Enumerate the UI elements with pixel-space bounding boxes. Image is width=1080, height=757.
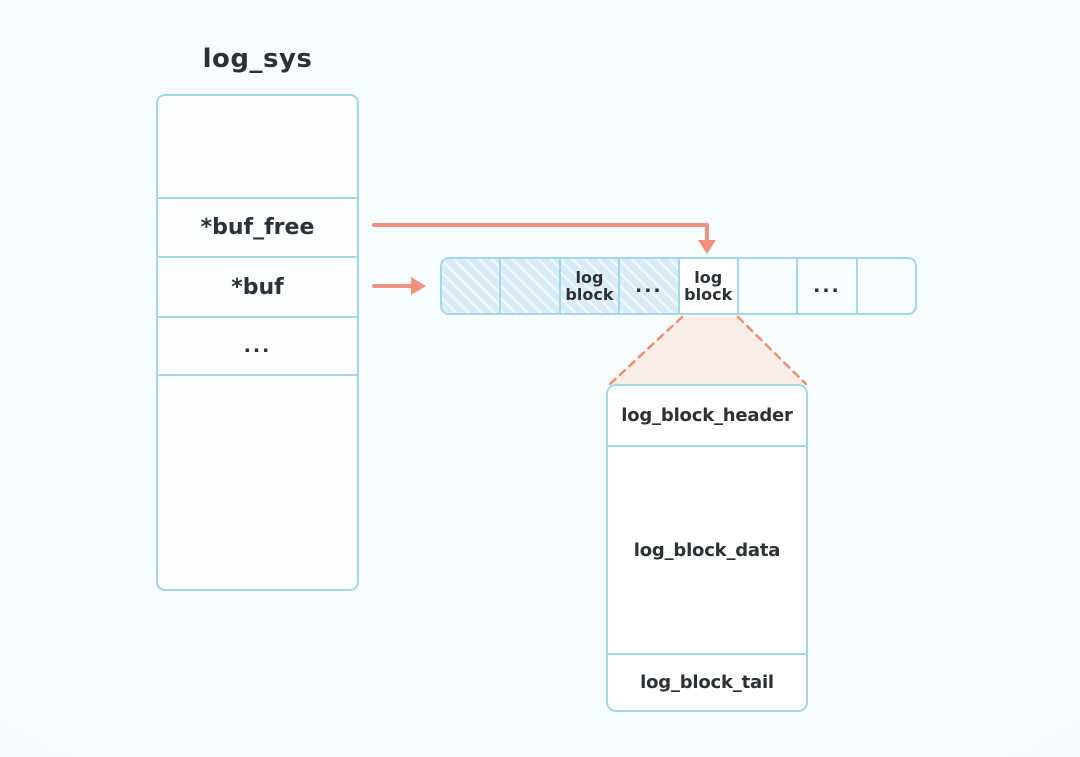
buf-arrow-horizontal-segment [372, 284, 413, 288]
buffer-cell-ellipsis-free: ... [796, 259, 855, 313]
buffer-cell-written-2 [499, 259, 559, 313]
buffer-cell-free-2 [855, 259, 915, 313]
buf-free-arrow-horizontal-segment [372, 223, 709, 227]
log-block-header-cell: log_block_header [621, 405, 793, 426]
struct-cell-empty-bottom [158, 374, 357, 589]
struct-cell-buf: *buf [158, 256, 357, 316]
struct-cell-empty-top [158, 96, 357, 197]
buffer-cell-log-block-written: log block [558, 259, 619, 313]
buffer-cell-log-block-current: log block [677, 259, 737, 313]
arrow-right-icon [411, 277, 426, 295]
log-block-data-cell: log_block_data [608, 445, 806, 653]
log-sys-title: log_sys [202, 44, 313, 74]
expansion-funnel [608, 315, 808, 385]
buf-free-arrow-vertical-segment [705, 223, 709, 241]
buffer-cell-ellipsis-written: ... [618, 259, 678, 313]
arrow-down-icon [698, 240, 716, 254]
struct-cell-buf-free: *buf_free [158, 197, 357, 256]
log-sys-struct-box: *buf_free *buf ... [156, 94, 359, 591]
buffer-cell-free-1 [736, 259, 796, 313]
buffer-cell-written-1 [442, 259, 500, 313]
log-block-structure-box: log_block_header log_block_data log_bloc… [606, 384, 808, 712]
struct-cell-ellipsis: ... [158, 316, 357, 374]
log-buffer-array: log block ... log block ... [440, 257, 917, 315]
log-block-tail-cell: log_block_tail [608, 653, 806, 710]
